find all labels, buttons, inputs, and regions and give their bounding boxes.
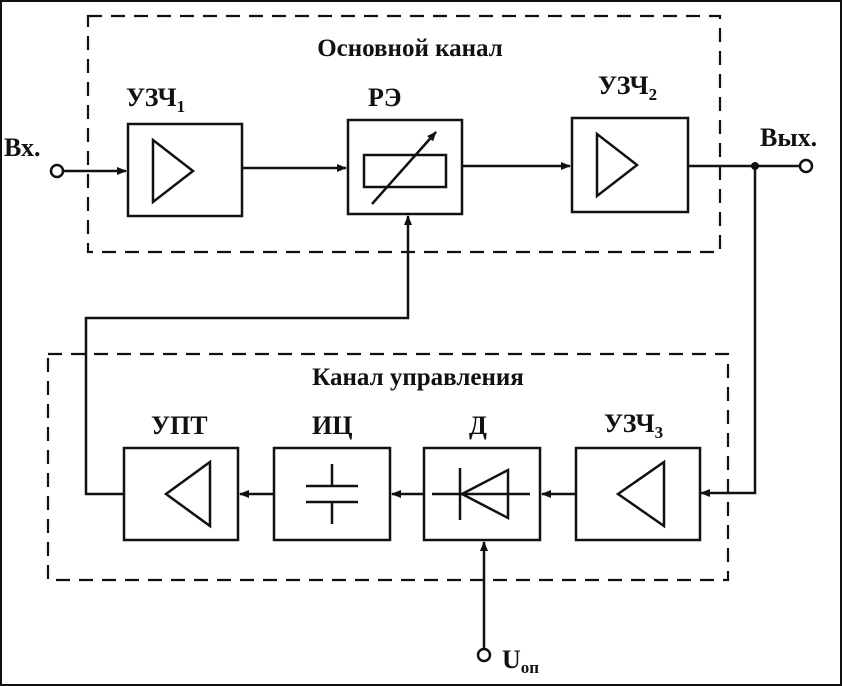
output-terminal (798, 158, 814, 174)
uzch1-block (126, 122, 244, 218)
uzch1-amplifier-icon (151, 137, 196, 205)
control-channel-title: Канал управления (312, 364, 524, 391)
ref-voltage-label: Uоп (502, 645, 539, 677)
main-channel-boundary (86, 14, 722, 254)
uzch2-label: УЗЧ2 (598, 71, 657, 104)
output-label: Вых. (760, 123, 817, 152)
uzch2-block (570, 116, 690, 214)
feedback-line (700, 166, 757, 497)
main-channel-title: Основной канал (317, 35, 503, 62)
ic-block (272, 446, 392, 542)
re-label: РЭ (368, 83, 402, 112)
variable-resistor-icon (362, 153, 448, 189)
input-label: Вх. (4, 133, 41, 162)
upt-amplifier-icon (163, 459, 212, 529)
capacitor-icon (306, 464, 358, 524)
uzch3-block (574, 446, 702, 542)
variable-resistor-arrow (371, 131, 437, 205)
d-label: Д (469, 411, 487, 440)
upt-label: УПТ (151, 411, 208, 440)
input-terminal (49, 163, 65, 179)
ref-voltage-terminal (476, 647, 492, 663)
ic-label: ИЦ (312, 411, 352, 440)
upt-block (122, 446, 240, 542)
uzch3-amplifier-icon (615, 459, 666, 529)
uzch3-label: УЗЧ3 (604, 409, 663, 442)
diode-icon (432, 467, 530, 521)
uzch1-label: УЗЧ1 (126, 83, 185, 116)
control-to-re-line (84, 215, 412, 496)
control-channel-boundary (46, 352, 730, 582)
uzch2-amplifier-icon (595, 131, 640, 199)
